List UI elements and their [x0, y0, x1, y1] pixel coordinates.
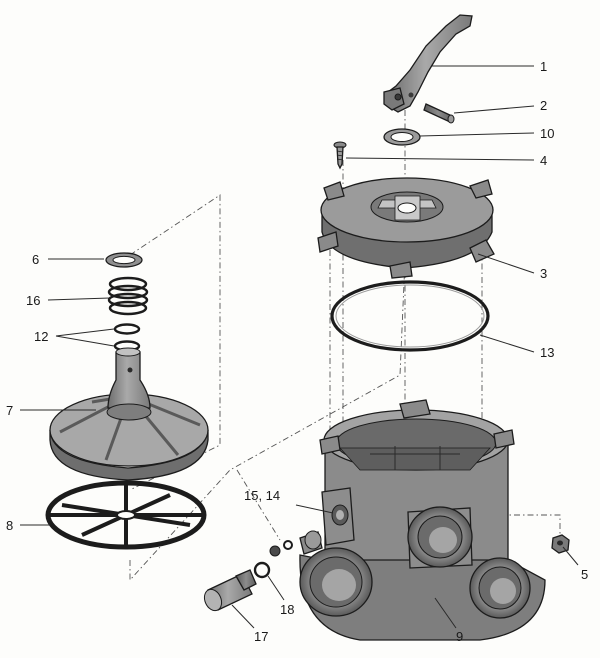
- callout-2: 2: [540, 98, 547, 113]
- part-6-ring: [105, 252, 143, 268]
- callout-12: 12: [34, 329, 48, 344]
- part-5-nut: [551, 534, 570, 554]
- callout-4: 4: [540, 153, 547, 168]
- part-10-washer: [383, 128, 421, 146]
- part-9-valve-body: [299, 399, 546, 641]
- callout-18: 18: [280, 602, 294, 617]
- part-13-o-ring: [330, 280, 490, 352]
- callout-5: 5: [581, 567, 588, 582]
- part-4-screw: [333, 141, 347, 170]
- callout-17: 17: [254, 629, 268, 644]
- part-16-spring: [107, 276, 149, 316]
- callout-8: 8: [6, 518, 13, 533]
- callout-16: 16: [26, 293, 40, 308]
- part-8-gasket: [45, 480, 207, 550]
- callout-10: 10: [540, 126, 554, 141]
- part-12-o-rings: [113, 323, 141, 352]
- part-3-cover: [317, 177, 495, 279]
- part-2-pin: [423, 103, 455, 124]
- callout-labels: 1 2 10 4 3 13 6 16 12 7 8 15, 14 5 18 17…: [6, 59, 588, 644]
- part-18-fittings: [253, 530, 323, 579]
- callout-1: 1: [540, 59, 547, 74]
- part-17-gauge: [203, 569, 257, 612]
- callout-9: 9: [456, 629, 463, 644]
- part-7-rotor: [49, 347, 209, 481]
- part-1-handle-lever: [383, 14, 473, 113]
- callout-3: 3: [540, 266, 547, 281]
- callout-7: 7: [6, 403, 13, 418]
- callout-6: 6: [32, 252, 39, 267]
- leader-lines: [20, 65, 579, 629]
- callout-13: 13: [540, 345, 554, 360]
- callout-15-14: 15, 14: [244, 488, 280, 503]
